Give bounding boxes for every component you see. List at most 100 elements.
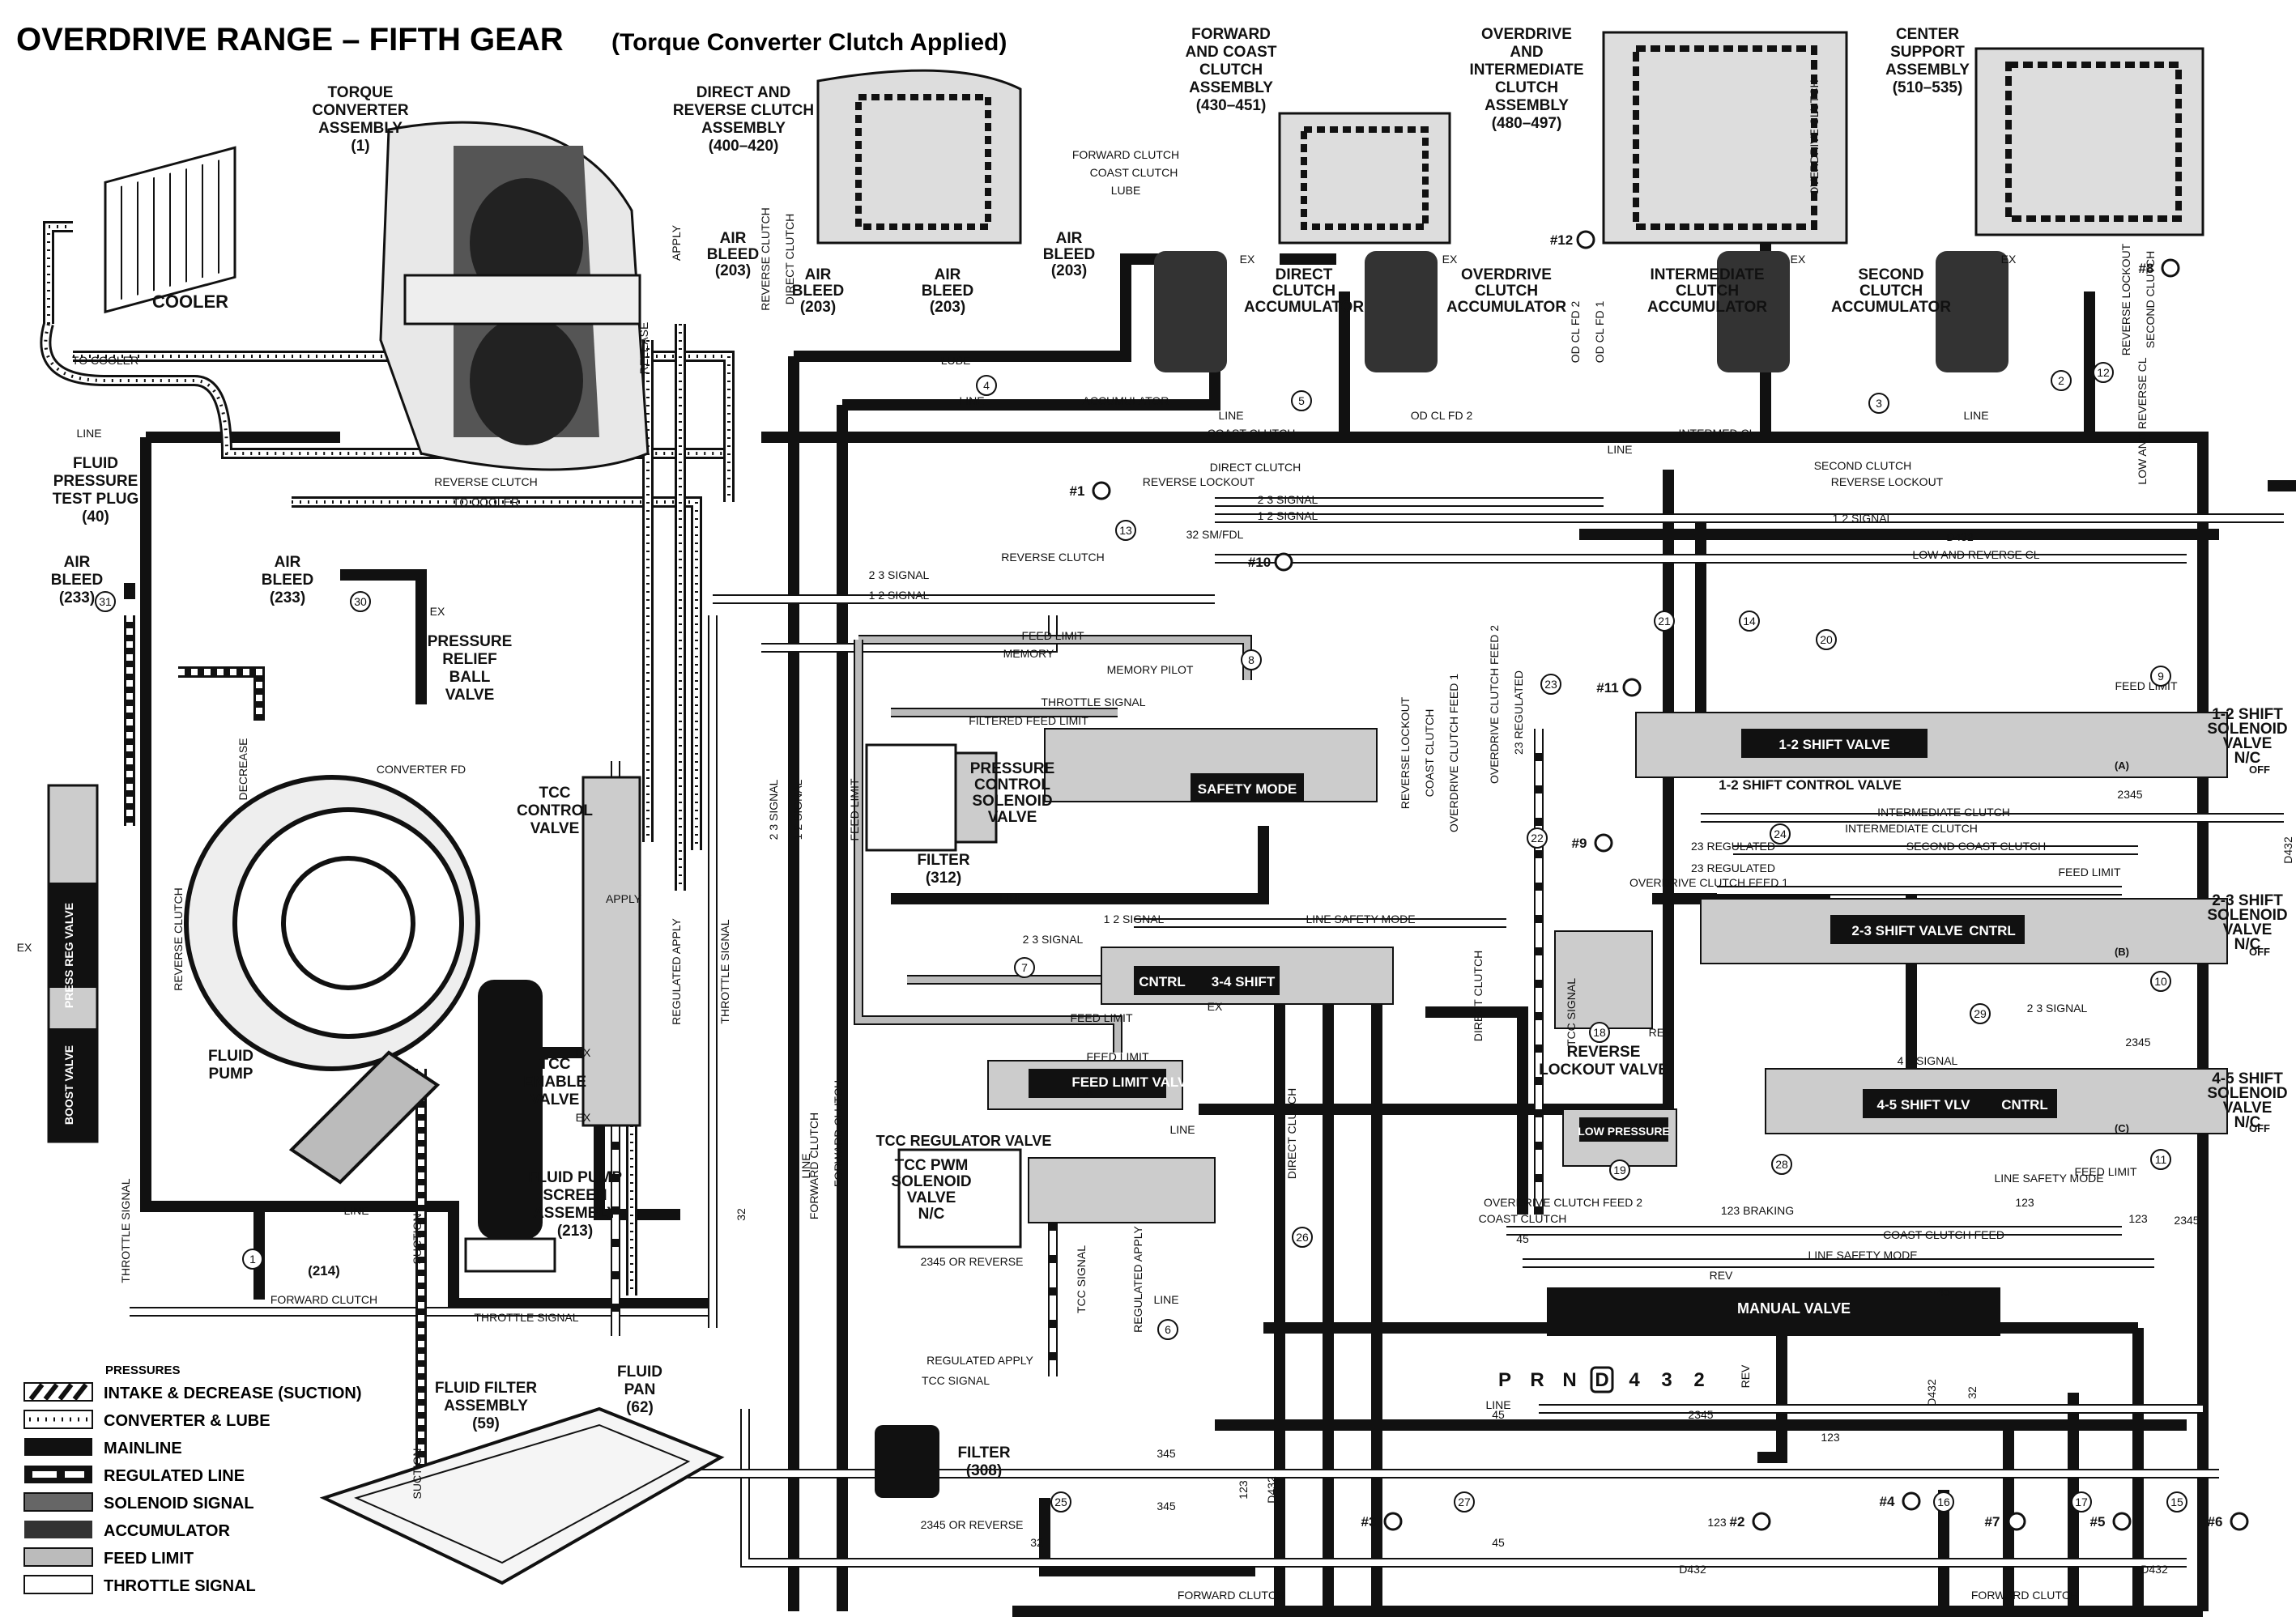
circuit-to-cooler: TO COOLER	[453, 496, 519, 508]
circuit-reverse-lockout: REVERSE LOCKOUT	[1831, 475, 1944, 488]
circuit-regulated-23: 23 REGULATED	[1691, 840, 1775, 853]
circuit-release: RELEASE	[637, 322, 650, 375]
filter-312-line: FILTER	[917, 852, 969, 869]
callout-number: 21	[1658, 615, 1671, 628]
feed-limit-circuits	[854, 635, 1252, 1053]
safety-mode-label: SAFETY MODE	[1198, 781, 1297, 797]
circuit-s32: 32	[1030, 1536, 1043, 1549]
checkball-icon	[2161, 258, 2180, 278]
reverse-lockout-line: LOCKOUT VALVE	[1539, 1062, 1668, 1079]
checkball-label: #7	[1985, 1514, 2000, 1530]
callout-number: 20	[1820, 633, 1833, 646]
page-subtitle: (Torque Converter Clutch Applied)	[611, 29, 1007, 56]
callout-number: 6	[1165, 1323, 1171, 1336]
checkball-icon	[1622, 678, 1642, 697]
circuit-regulated-apply: REGULATED APPLY	[1131, 1225, 1144, 1332]
direct-reverse-clutch-line: (400–420)	[709, 138, 779, 155]
circuit-rev: REV	[1739, 1364, 1752, 1388]
fluid-pan-line: PAN	[624, 1381, 656, 1398]
sol-23-line: N/C	[2234, 936, 2261, 953]
checkball-labels: #1#2#3#4#5#6#7#8#9#10#11#12	[1070, 230, 2249, 1531]
tcc-enable-valve-line: VALVE	[530, 1091, 580, 1108]
fluid-filter-line: (59)	[472, 1415, 500, 1432]
circuit-coast-clutch-feed: COAST CLUTCH FEED	[1883, 1228, 2004, 1241]
checkball-label: #10	[1248, 555, 1271, 570]
od-int-clutch-label: OVERDRIVEANDINTERMEDIATECLUTCHASSEMBLY(4…	[1469, 26, 1583, 132]
forward-coast-clutch-line: ASSEMBLY	[1189, 79, 1273, 96]
legend-item-4: SOLENOID SIGNAL	[104, 1495, 254, 1513]
prndl-selected-box	[1590, 1366, 1614, 1393]
callout-circle	[1292, 1227, 1313, 1248]
circuit-tcc-signal: TCC SIGNAL	[1075, 1245, 1088, 1313]
part-214-label: (214)	[308, 1263, 340, 1279]
circuit-reverse-clutch: REVERSE CLUTCH	[172, 887, 185, 991]
circuit-reverse-clutch: REVERSE CLUTCH	[759, 207, 772, 311]
second-acc-line: ACCUMULATOR	[1831, 299, 1951, 316]
circuit-intermed-cl: INTERMED CL	[1679, 427, 1756, 440]
forward-coast-clutch-line: AND COAST	[1186, 44, 1277, 61]
callout-number: 29	[1974, 1007, 1987, 1020]
filter-308-line: FILTER	[957, 1444, 1010, 1461]
direct-acc-line: DIRECT	[1276, 266, 1333, 283]
circuit-sig-12: 1 2 SIGNAL	[791, 779, 804, 840]
circuit-sig-45: 4 5 SIGNAL	[1898, 1054, 1958, 1067]
circuit-filtered-feed-limit: FILTERED FEED LIMIT	[969, 714, 1088, 727]
sol-23-line: SOLENOID	[2207, 907, 2287, 924]
callout-number: 25	[1054, 1495, 1067, 1508]
od-int-clutch-line: CLUTCH	[1495, 79, 1558, 96]
checkball-label: #6	[2208, 1514, 2223, 1530]
checkball-icon	[1902, 1491, 1921, 1511]
solenoid-tag: (A)	[2115, 759, 2129, 772]
circuit-reverse-lockout: REVERSE LOCKOUT	[2119, 243, 2132, 355]
prndl-position-D: D	[1595, 1369, 1608, 1391]
circuit-throttle-signal: THROTTLE SIGNAL	[718, 919, 731, 1023]
callout-number: 31	[99, 595, 112, 608]
shift-34-cntrl-label: CNTRL	[1139, 974, 1186, 989]
air-bleed-233-left-line: BLEED	[51, 572, 103, 589]
circuit-throttle-signal: THROTTLE SIGNAL	[474, 1311, 578, 1324]
circuit-s45: 45	[1516, 1232, 1529, 1245]
checkball-icon	[2230, 1512, 2249, 1531]
prndl-position-3: 3	[1661, 1369, 1672, 1391]
callout-number: 3	[1876, 397, 1882, 410]
circuit-forward-clutch: FORWARD CLUTCH	[270, 1293, 377, 1306]
od-acc-line: ACCUMULATOR	[1446, 299, 1566, 316]
circuit-second-clutch: SECOND CLUTCH	[1814, 459, 1912, 472]
circuit-suction: SUCTION	[411, 1449, 424, 1500]
circuit-ex: EX	[576, 1046, 591, 1059]
pressure-relief-line: BALL	[449, 669, 491, 686]
pcs-valve-line: CONTROL	[974, 776, 1050, 793]
circuit-lube: LUBE	[1111, 184, 1141, 197]
callout-circle	[1454, 1491, 1475, 1513]
page-title: OVERDRIVE RANGE – FIFTH GEAR	[16, 22, 564, 57]
callout-circle	[1970, 1003, 1991, 1024]
direct-reverse-clutch-illustration	[816, 69, 1022, 245]
forward-coast-clutch-line: FORWARD	[1191, 26, 1271, 43]
legend-swatches	[23, 1382, 93, 1594]
callout-number: 12	[2097, 366, 2110, 379]
circuit-sig-12: 1 2 SIGNAL	[1104, 913, 1165, 925]
fluid-pressure-test-plug-line: TEST PLUG	[53, 491, 139, 508]
callout-number: 14	[1743, 615, 1756, 628]
circuit-s123: 123	[1821, 1431, 1840, 1444]
legend-item-1: CONVERTER & LUBE	[104, 1412, 270, 1430]
direct-acc-line: CLUTCH	[1272, 283, 1335, 300]
callout-number: 8	[1248, 653, 1254, 666]
callout-circle	[350, 591, 371, 612]
circuit-line: LINE	[959, 394, 984, 407]
center-support-line: CENTER	[1896, 26, 1959, 43]
circuit-feed-limit: FEED LIMIT	[1070, 1011, 1132, 1024]
cooler-label: COOLER	[152, 291, 228, 312]
tcc-regulator-label: TCC REGULATOR VALVE	[876, 1133, 1052, 1149]
callout-circle	[1739, 611, 1760, 632]
torque-converter-line: TORQUE	[328, 84, 394, 101]
circuit-regulated-apply: REGULATED APPLY	[926, 1354, 1033, 1367]
